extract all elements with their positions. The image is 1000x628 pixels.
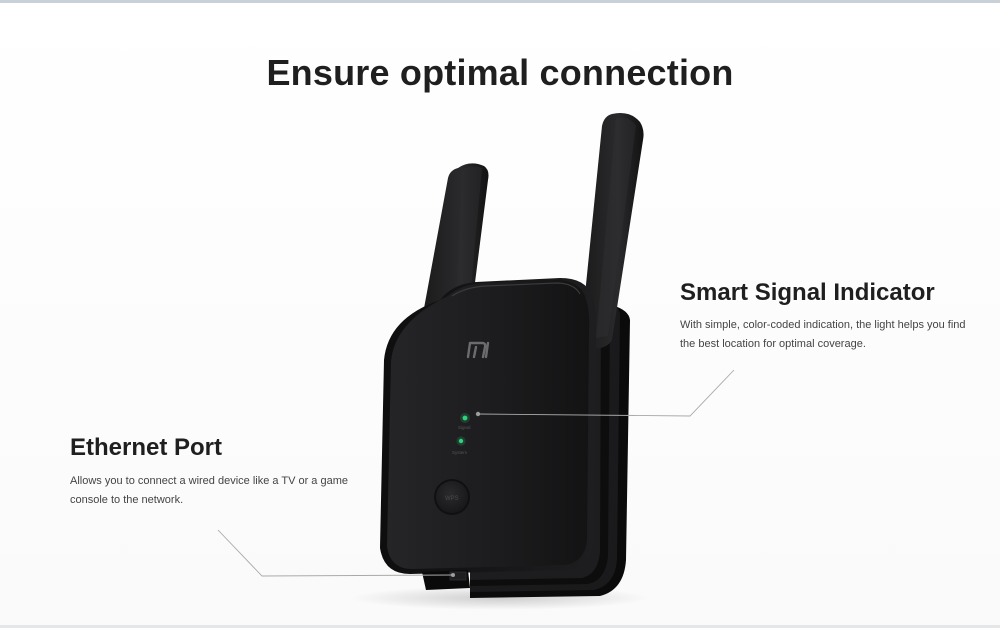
page-headline: Ensure optimal connection [266, 52, 734, 93]
signal-callout-line [475, 369, 735, 417]
system-led [458, 438, 464, 444]
ethernet-port-description: Allows you to connect a wired device lik… [70, 475, 348, 506]
system-label: System [452, 450, 467, 455]
ethernet-port-feature: Ethernet Port Allows you to connect a wi… [70, 434, 360, 510]
ethernet-port [422, 570, 470, 590]
right-antenna [580, 113, 644, 349]
signal-indicator-description: With simple, color-coded indication, the… [680, 319, 966, 350]
ethernet-port-title: Ethernet Port [70, 434, 223, 461]
mi-logo [466, 341, 490, 359]
device-body [380, 278, 597, 574]
signal-label: Signal [458, 425, 471, 430]
svg-text:WPS: WPS [445, 496, 459, 502]
bottom-border [0, 625, 1000, 628]
top-border [0, 0, 1000, 3]
signal-indicator-feature: Smart Signal Indicator With simple, colo… [680, 279, 980, 354]
signal-indicator-title: Smart Signal Indicator [680, 279, 935, 306]
ethernet-callout-line [217, 529, 455, 577]
wps-button: WPS [434, 479, 470, 515]
signal-led [462, 415, 468, 421]
